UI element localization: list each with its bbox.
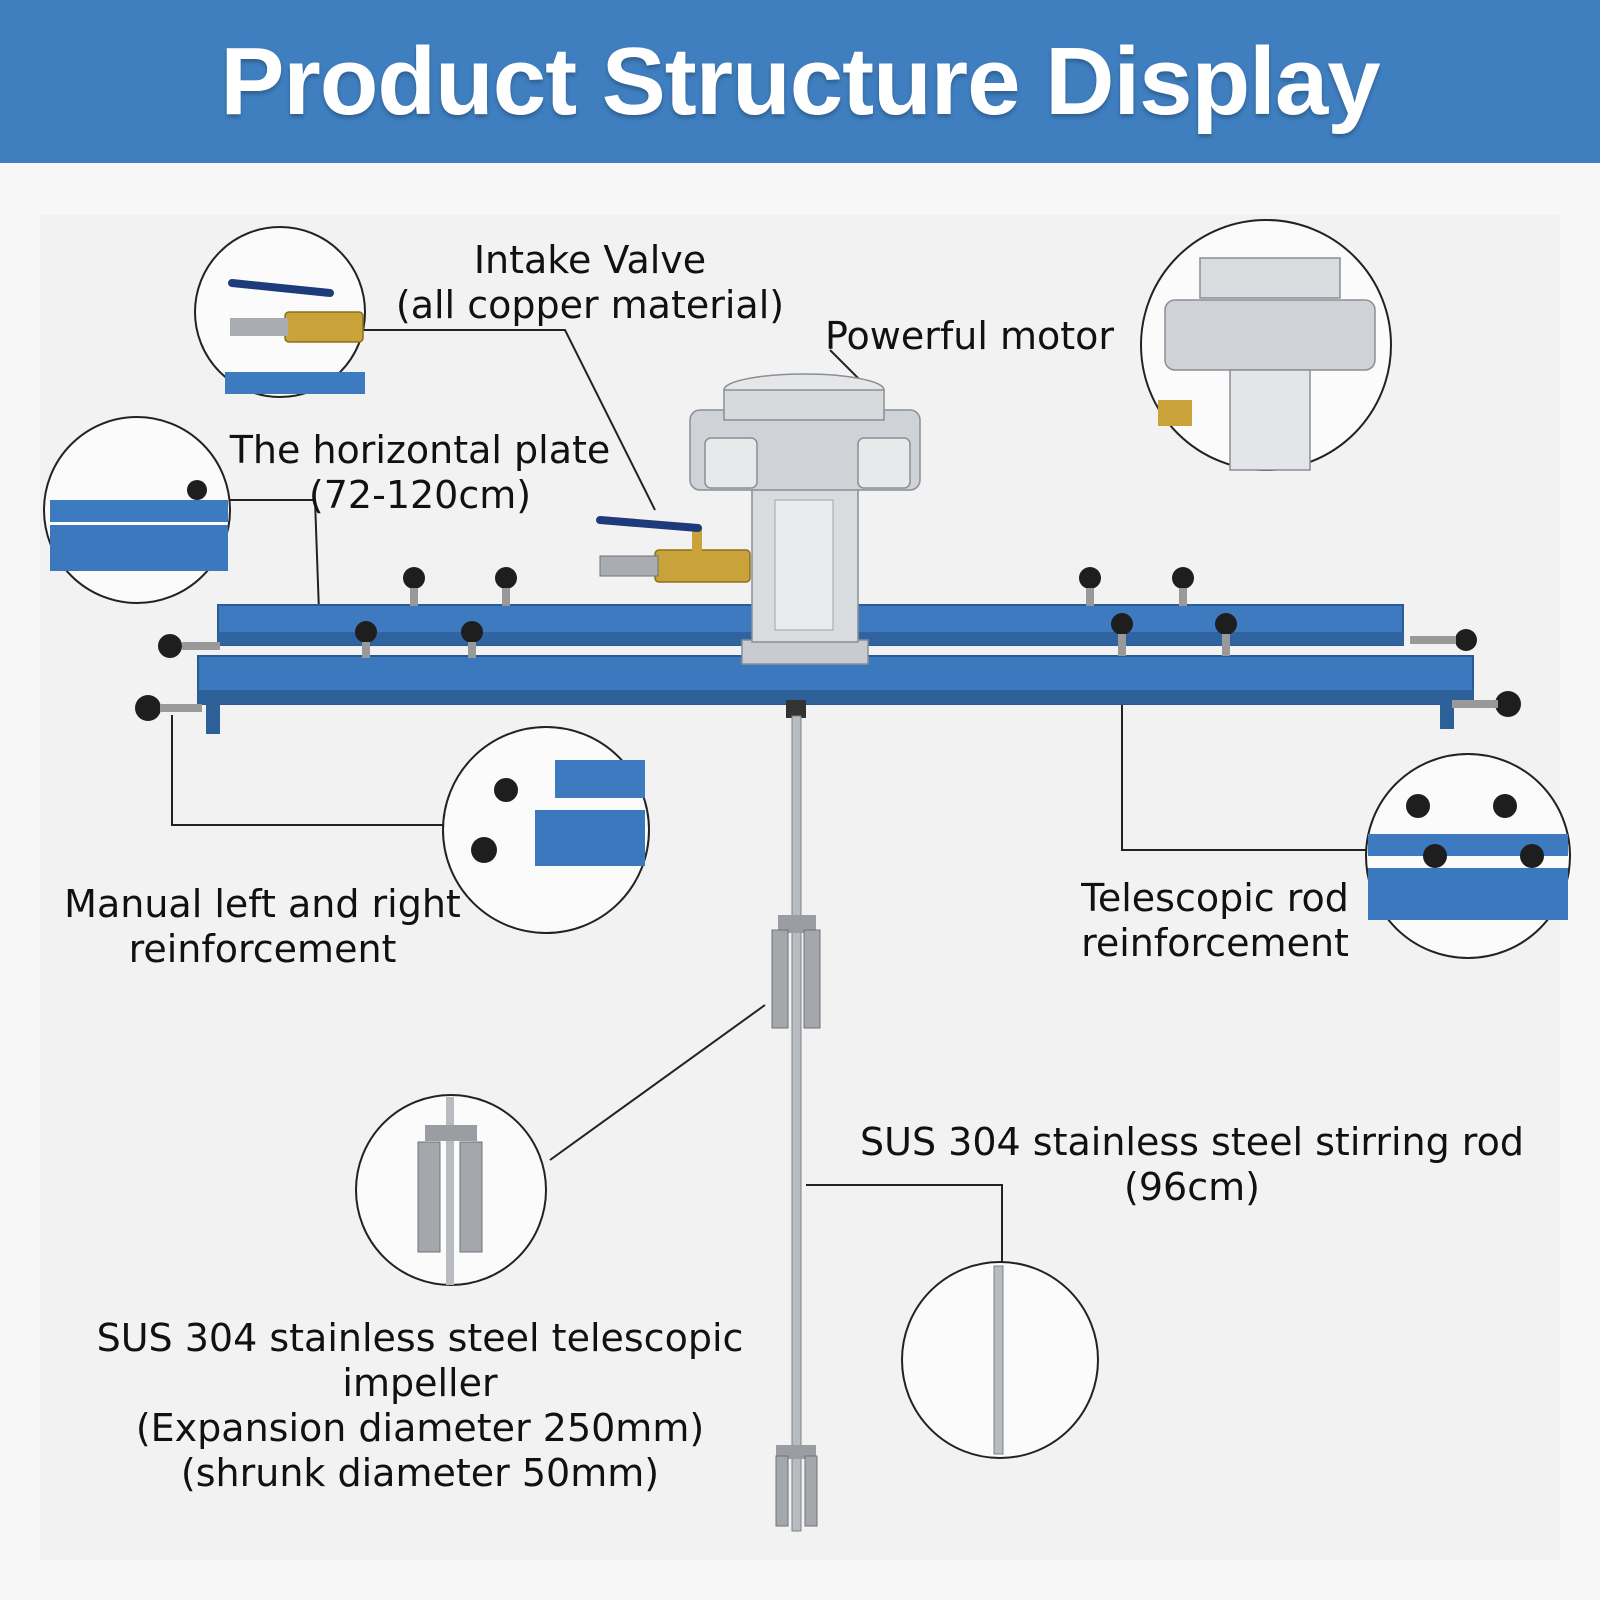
label-line: Manual left and right (64, 882, 461, 926)
label-line: Intake Valve (473, 238, 707, 282)
label-stirring-rod: SUS 304 stainless steel stirring rod (96… (812, 1120, 1572, 1210)
label-line: SUS 304 stainless steel stirring rod (860, 1120, 1524, 1164)
knob-icon (495, 567, 517, 606)
label-line: Powerful motor (825, 314, 1115, 358)
label-horizontal-plate: The horizontal plate (72-120cm) (205, 428, 635, 518)
air-motor-icon (689, 373, 921, 665)
leader-manual-reinforcement (171, 715, 450, 826)
zoom-stirring-rod (901, 1261, 1099, 1459)
label-line: (Expansion diameter 250mm) (135, 1406, 705, 1450)
front-rail-shade (198, 690, 1473, 704)
impeller-blade-icon (775, 1445, 818, 1527)
stirring-rod (771, 700, 821, 1532)
label-intake-valve: Intake Valve (all copper material) (360, 238, 820, 328)
leader-intake-valve (360, 329, 656, 511)
knob-icon (1215, 613, 1237, 656)
label-line: impeller (342, 1361, 498, 1405)
label-line: Telescopic rod (1081, 876, 1349, 920)
label-line: The horizontal plate (229, 428, 611, 472)
zoom-motor (1140, 219, 1392, 471)
label-line: (all copper material) (395, 283, 785, 327)
knob-icon (1172, 567, 1194, 606)
knob-icon (135, 695, 202, 721)
label-line: reinforcement (1081, 921, 1349, 965)
label-manual-reinforcement: Manual left and right reinforcement (40, 882, 485, 972)
label-line: reinforcement (128, 927, 397, 971)
label-impeller: SUS 304 stainless steel telescopic impel… (50, 1316, 790, 1496)
knob-icon (1410, 629, 1477, 651)
zoom-valve (194, 226, 366, 398)
knob-icon (355, 621, 377, 658)
zoom-impeller (355, 1094, 547, 1286)
page-title: Product Structure Display (220, 27, 1380, 135)
zoom-horizontal-plate (43, 416, 231, 604)
title-banner: Product Structure Display (0, 0, 1600, 163)
label-telescopic-rod: Telescopic rod reinforcement (1060, 876, 1370, 966)
impeller-blade-icon (771, 915, 821, 1029)
right-bracket (1440, 695, 1454, 729)
knob-icon (1452, 691, 1521, 717)
knob-icon (158, 634, 220, 658)
leader-stirring-rod (806, 1184, 1003, 1265)
label-line: (72-120cm) (308, 473, 532, 517)
ball-valve-icon (596, 516, 751, 583)
knob-icon (1111, 613, 1133, 656)
knob-icon (403, 567, 425, 606)
knob-icon (461, 621, 483, 658)
label-line: (96cm) (1124, 1165, 1260, 1209)
label-line: (shrunk diameter 50mm) (180, 1451, 660, 1495)
leader-lines (171, 329, 1370, 1265)
leader-impeller (549, 1004, 766, 1161)
leader-horizontal-plate (205, 499, 321, 641)
label-line: SUS 304 stainless steel telescopic (96, 1316, 744, 1360)
left-bracket (206, 700, 220, 734)
leader-telescopic-rod (1121, 660, 1370, 851)
knob-icon (1079, 567, 1101, 606)
zoom-telescopic-rod (1365, 753, 1571, 959)
knob-icons (135, 567, 1521, 721)
zoom-manual-reinforcement (442, 726, 650, 934)
label-powerful-motor: Powerful motor (825, 314, 1145, 359)
